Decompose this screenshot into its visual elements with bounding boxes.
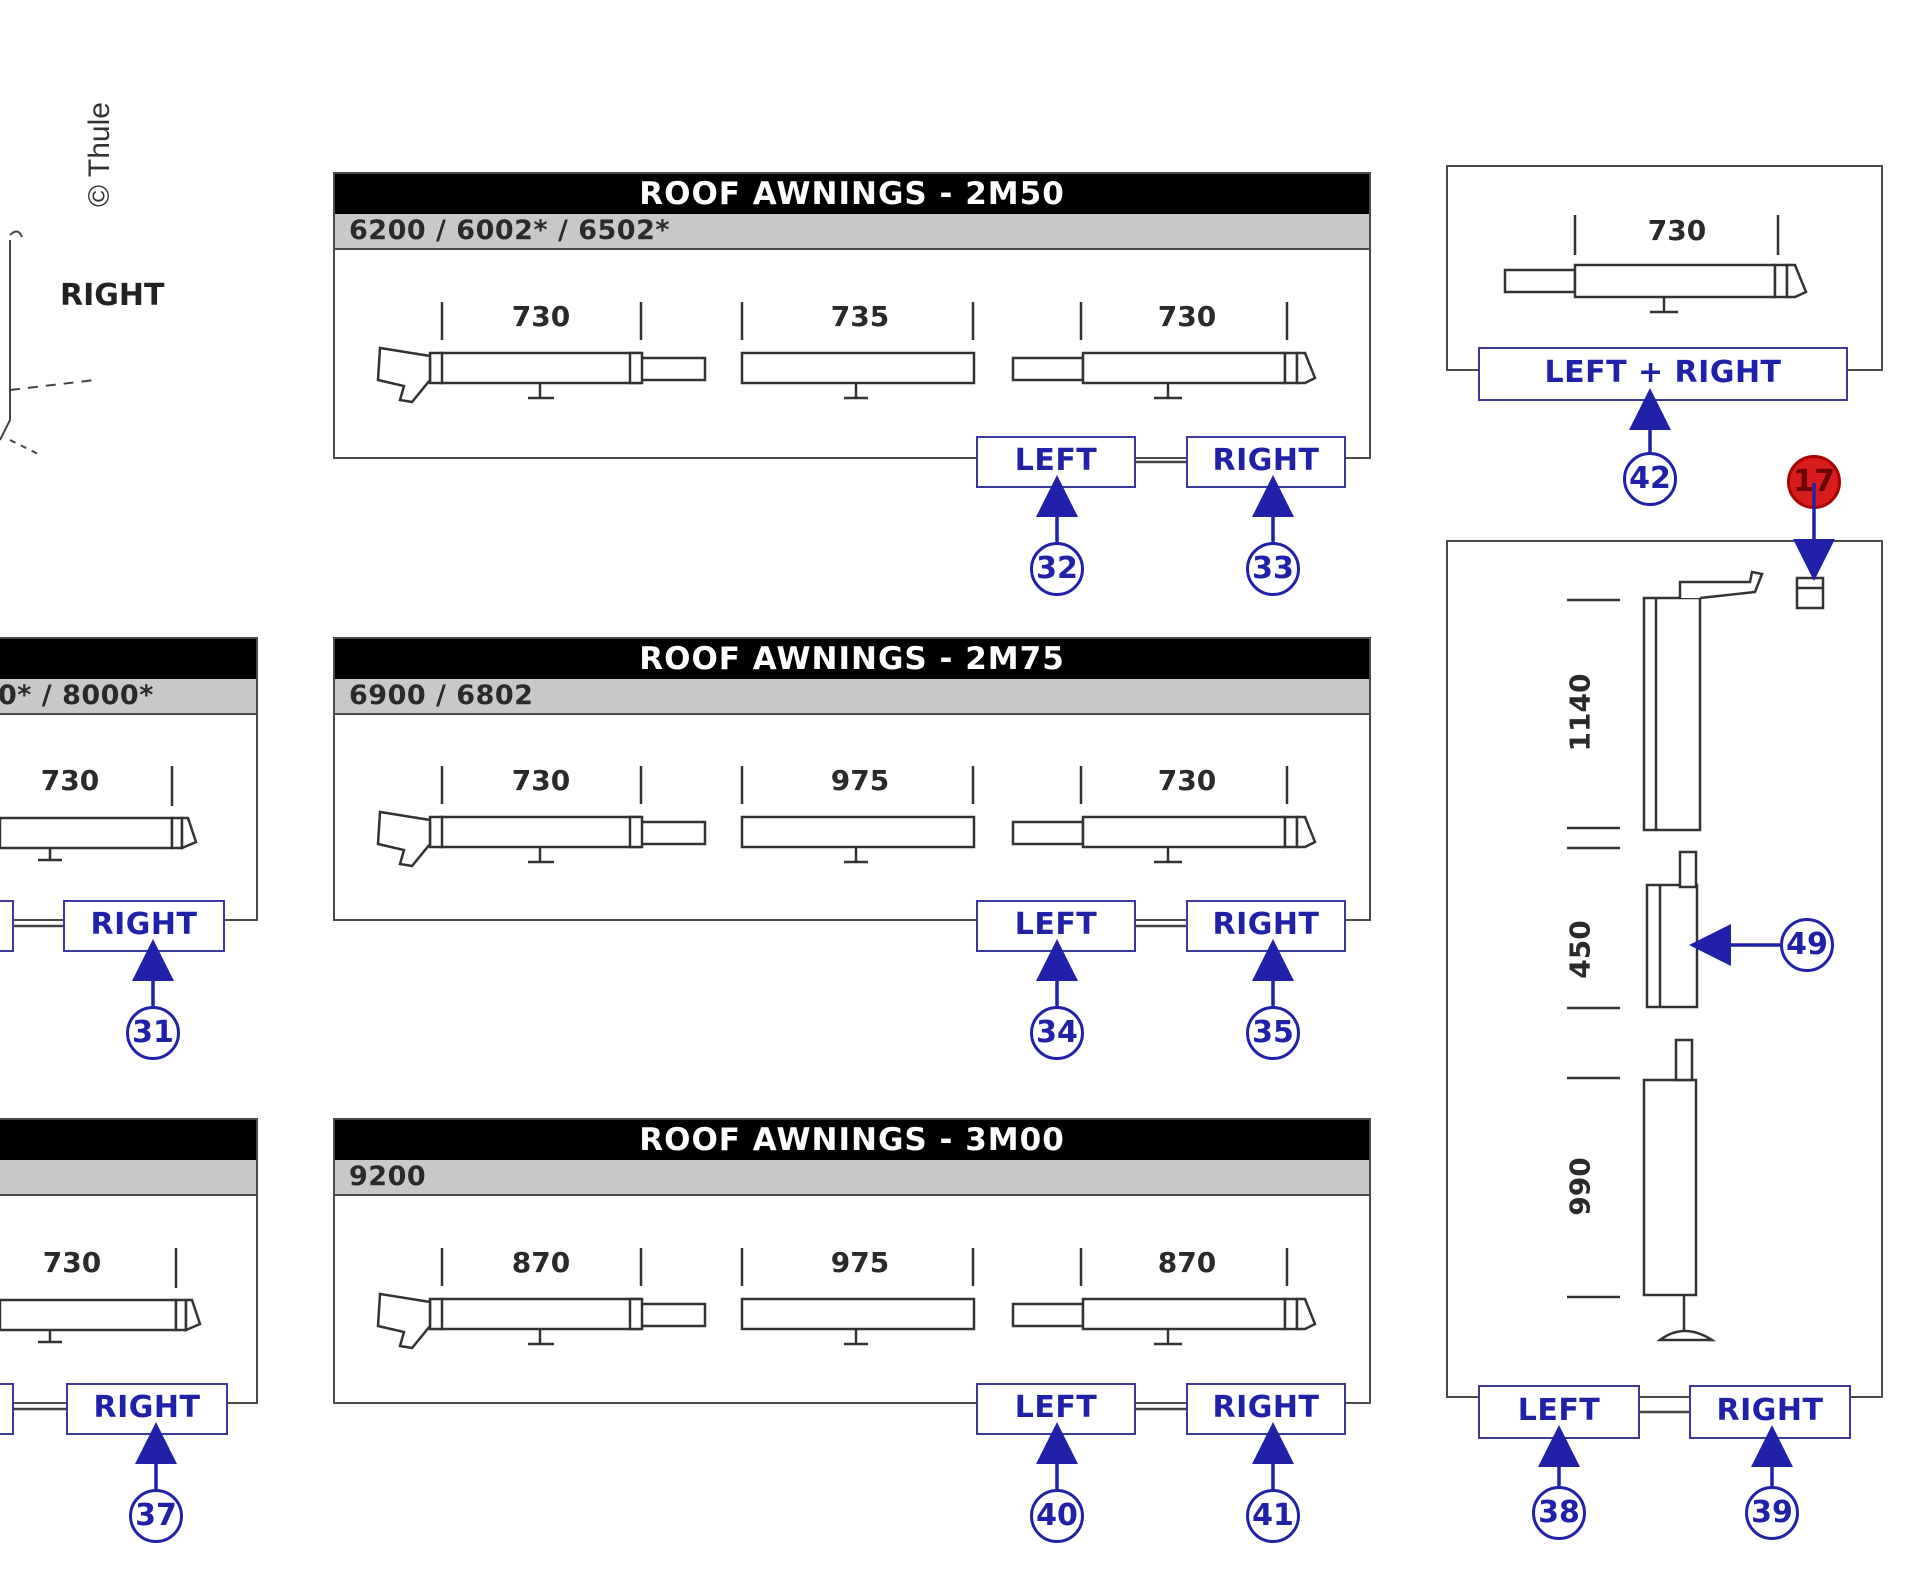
panel-title [0, 1120, 256, 1160]
panel-models [0, 1160, 256, 1196]
dim-label: 870 [511, 1246, 571, 1279]
dim-label: 730 [511, 300, 571, 333]
partial-panel-lower [0, 1118, 258, 1404]
dim-label: 730 [42, 1246, 102, 1279]
partial-panel-upper: 0* / 8000* [0, 637, 258, 921]
panel-title [0, 639, 256, 679]
top-right-panel [1446, 165, 1883, 371]
dim-label: 730 [1157, 300, 1217, 333]
side-label: RIGHT [60, 278, 165, 313]
dim-label: 975 [830, 1246, 890, 1279]
callout-38[interactable]: 38 [1532, 1486, 1586, 1540]
right-button[interactable]: RIGHT [1186, 900, 1346, 952]
left-button-partial[interactable] [0, 1383, 14, 1435]
panel-title: ROOF AWNINGS - 2M50 [335, 174, 1369, 214]
left-button-partial[interactable] [0, 900, 14, 952]
dim-label: 730 [1647, 214, 1707, 247]
callout-34[interactable]: 34 [1030, 1006, 1084, 1060]
right-button[interactable]: RIGHT [1689, 1385, 1851, 1439]
left-button[interactable]: LEFT [976, 436, 1136, 488]
left-button[interactable]: LEFT [1478, 1385, 1640, 1439]
dim-label: 450 [1563, 920, 1597, 979]
panel-models: 6900 / 6802 [335, 679, 1369, 715]
callout-40[interactable]: 40 [1030, 1489, 1084, 1543]
left-button[interactable]: LEFT [976, 900, 1136, 952]
right-button[interactable]: RIGHT [1186, 1383, 1346, 1435]
callout-31[interactable]: 31 [126, 1006, 180, 1060]
panel-title: ROOF AWNINGS - 3M00 [335, 1120, 1369, 1160]
callout-33[interactable]: 33 [1246, 542, 1300, 596]
dim-label: 1140 [1563, 673, 1597, 752]
left-button[interactable]: LEFT [976, 1383, 1136, 1435]
dim-label: 990 [1563, 1157, 1597, 1216]
dim-label: 730 [511, 764, 571, 797]
right-button[interactable]: RIGHT [63, 900, 225, 952]
panel-models: 0* / 8000* [0, 679, 256, 715]
callout-39[interactable]: 39 [1745, 1486, 1799, 1540]
left-right-button[interactable]: LEFT + RIGHT [1478, 347, 1848, 401]
dim-label: 730 [40, 764, 100, 797]
callout-17[interactable]: 17 [1787, 455, 1841, 509]
dim-label: 975 [830, 764, 890, 797]
callout-49[interactable]: 49 [1780, 918, 1834, 972]
callout-42[interactable]: 42 [1623, 452, 1677, 506]
dim-label: 735 [830, 300, 890, 333]
callout-35[interactable]: 35 [1246, 1006, 1300, 1060]
dim-label: 730 [1157, 764, 1217, 797]
right-button[interactable]: RIGHT [1186, 436, 1346, 488]
panel-models: 6200 / 6002* / 6502* [335, 214, 1369, 250]
callout-41[interactable]: 41 [1246, 1489, 1300, 1543]
dim-label: 870 [1157, 1246, 1217, 1279]
callout-37[interactable]: 37 [129, 1489, 183, 1543]
panel-title: ROOF AWNINGS - 2M75 [335, 639, 1369, 679]
callout-32[interactable]: 32 [1030, 542, 1084, 596]
panel-2m50: ROOF AWNINGS - 2M50 6200 / 6002* / 6502* [333, 172, 1371, 459]
right-button[interactable]: RIGHT [66, 1383, 228, 1435]
panel-models: 9200 [335, 1160, 1369, 1196]
